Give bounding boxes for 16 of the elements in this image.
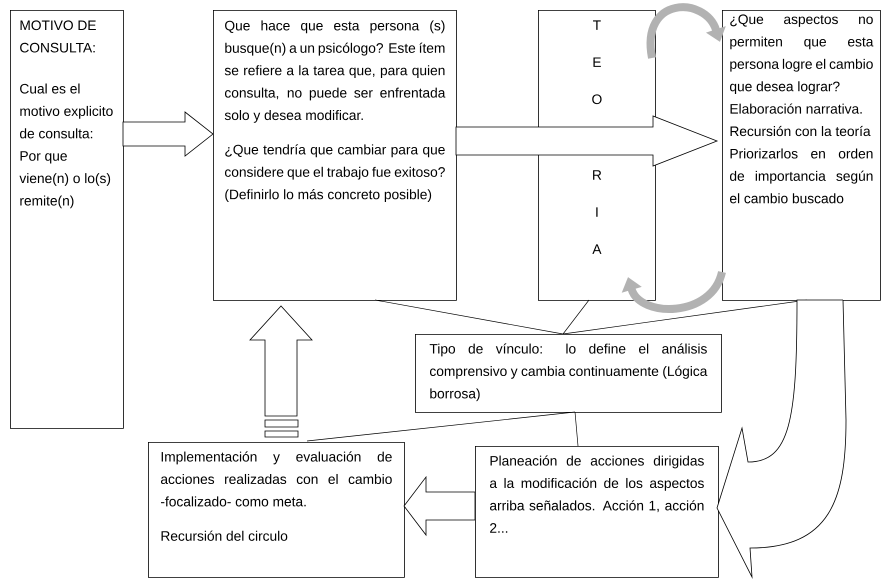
block-arrow — [249, 305, 313, 438]
connector-line — [574, 412, 578, 446]
curved-block-arrow — [716, 300, 846, 578]
text-box: Implementación y evaluación de acciones realizadas con el cambio -focalizado- como meta. Recursión del circulo — [148, 442, 405, 578]
connector-line — [374, 300, 564, 334]
block-arrow — [122, 111, 214, 157]
block-arrow — [404, 476, 476, 536]
text-box: MOTIVO DE CONSULTA: Cual es el motivo explicito de consulta: Por que viene(n) o lo(s) remite(n) — [10, 10, 124, 429]
text-box: ¿Que aspectos no permiten que esta persona logre el cambio que desea lograr? Elaboración narrativa. Recursión con la teoría Priorizarlos en orden de importancia según el cambio buscado — [722, 10, 881, 301]
curved-arrow — [622, 270, 726, 313]
text-box: Tipo de vínculo: lo define el análisis comprensivo y cambia continuamente (Lógica borrosa) — [415, 334, 722, 413]
connector-line — [562, 300, 590, 334]
block-arrow — [456, 115, 718, 167]
text-box: Planeación de acciones dirigidas a la modificación de los aspectos arriba señalados. Acción 1, acción 2... — [475, 446, 719, 578]
connector-line — [306, 412, 576, 442]
text-box: Que hace que esta persona (s) busque(n) a un psicólogo? Este ítem se refiere a la tarea que, para quien consulta, no puede ser enfrentada solo y desea modificar. ¿Que tendría que cambiar para que considere que el trabajo fue exitoso? (Definirlo lo más concreto posible) — [213, 10, 457, 301]
